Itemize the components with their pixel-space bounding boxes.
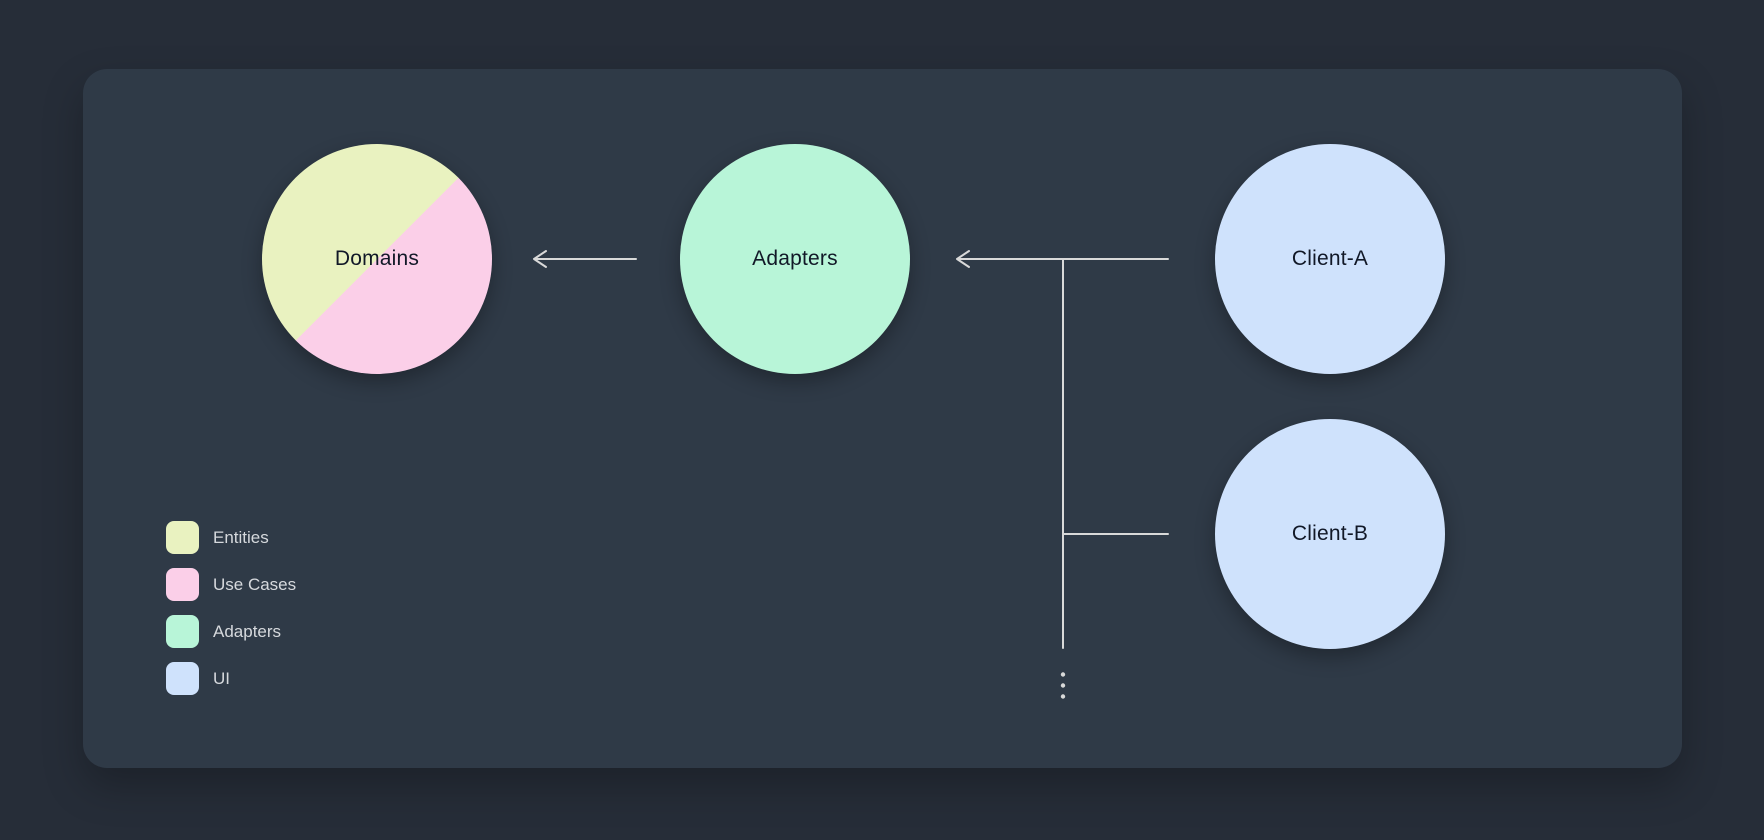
node-client-b: Client-B [1215, 419, 1445, 649]
legend-item-adapters: Adapters [166, 615, 296, 648]
node-domains: Domains [262, 144, 492, 374]
node-client-a-label: Client-A [1291, 247, 1369, 270]
use-cases-swatch [166, 568, 199, 601]
legend-item-ui: UI [166, 662, 296, 695]
entities-swatch [166, 521, 199, 554]
node-adapters: Adapters [680, 144, 910, 374]
legend-item-use-cases: Use Cases [166, 568, 296, 601]
legend-item-label: Use Cases [213, 574, 297, 594]
legend: Entities Use Cases Adapters UI [166, 521, 296, 695]
legend-item-label: UI [213, 668, 230, 688]
node-adapters-label: Adapters [752, 247, 838, 270]
ui-swatch [166, 662, 199, 695]
node-client-b-label: Client-B [1291, 522, 1369, 545]
adapters-swatch [166, 615, 199, 648]
legend-item-entities: Entities [166, 521, 296, 554]
node-domains-label: Domains [334, 247, 420, 270]
legend-item-label: Adapters [213, 621, 282, 641]
legend-item-label: Entities [213, 527, 269, 547]
node-client-a: Client-A [1215, 144, 1445, 374]
